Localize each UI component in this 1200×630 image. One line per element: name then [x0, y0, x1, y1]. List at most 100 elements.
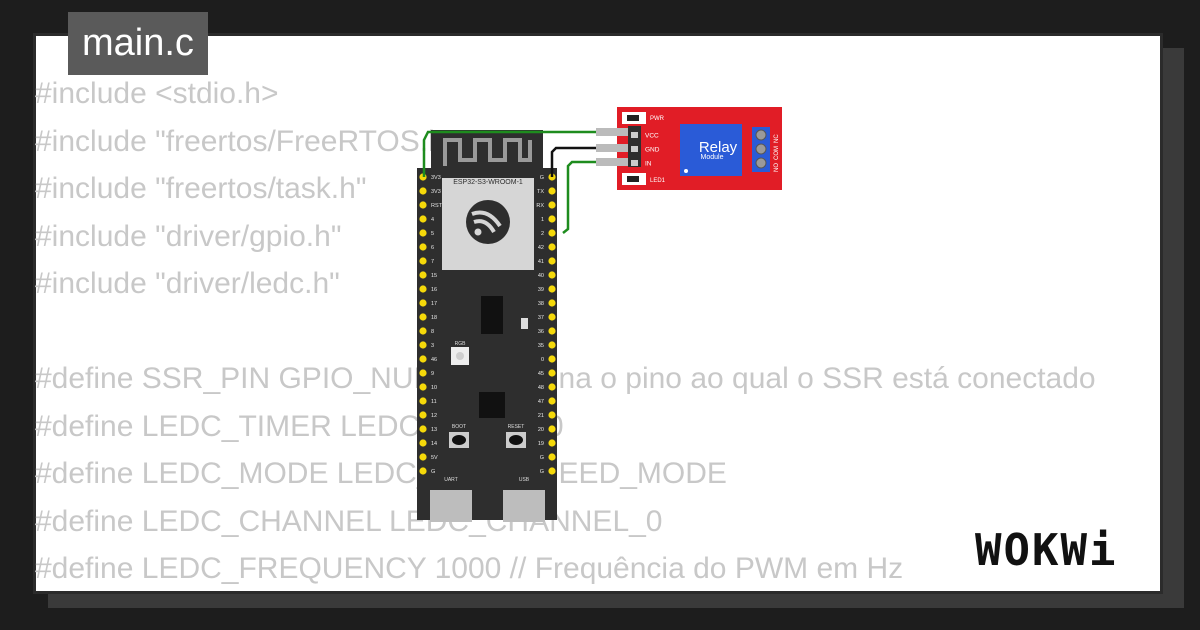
left-pin[interactable]	[419, 243, 427, 251]
left-pin-label: 4	[431, 217, 434, 223]
right-pin[interactable]	[548, 453, 556, 461]
wires	[422, 128, 628, 234]
main-chip	[479, 392, 505, 418]
left-pin-label: G	[431, 469, 435, 475]
left-pin[interactable]	[419, 439, 427, 447]
reset-label: RESET	[508, 424, 525, 430]
right-pin-label: 40	[538, 273, 544, 279]
wokwi-logo: WOKWi	[975, 525, 1118, 576]
right-pin[interactable]	[548, 285, 556, 293]
terminal-screw-no[interactable]	[755, 129, 767, 141]
right-pin-label: 45	[538, 371, 544, 377]
right-pin-label: G	[540, 455, 544, 461]
right-pin-label: 36	[538, 329, 544, 335]
right-pin[interactable]	[548, 439, 556, 447]
left-pin-label: 5	[431, 231, 434, 237]
right-pin-label: 38	[538, 301, 544, 307]
left-pin[interactable]	[419, 383, 427, 391]
antenna-area	[431, 130, 543, 172]
left-pin[interactable]	[419, 341, 427, 349]
right-pin[interactable]	[548, 299, 556, 307]
pwr-label: PWR	[650, 116, 665, 122]
right-pin[interactable]	[548, 313, 556, 321]
file-tab[interactable]: main.c	[68, 12, 208, 75]
terminal-screw-com[interactable]	[755, 143, 767, 155]
right-pin-label: RX	[536, 203, 544, 209]
left-pin[interactable]	[419, 369, 427, 377]
terminal-screw-nc[interactable]	[755, 157, 767, 169]
code-line: #include "driver/ledc.h"	[35, 267, 340, 300]
left-pin[interactable]	[419, 425, 427, 433]
terminal-label: COM	[774, 146, 780, 160]
relay-pin-label: VCC	[645, 133, 659, 140]
left-pin-label: 12	[431, 413, 437, 419]
right-pin[interactable]	[548, 397, 556, 405]
right-pin[interactable]	[548, 341, 556, 349]
led-indicator	[521, 318, 528, 329]
right-pin-label: 35	[538, 343, 544, 349]
left-pin[interactable]	[419, 215, 427, 223]
boot-button[interactable]	[449, 432, 469, 448]
right-pin[interactable]	[548, 243, 556, 251]
uart-label: UART	[444, 477, 458, 483]
led1-label: LED1	[650, 178, 666, 184]
left-pin[interactable]	[419, 355, 427, 363]
left-pin[interactable]	[419, 397, 427, 405]
code-editor[interactable]: #include <stdio.h>#include "freertos/Fre…	[35, 70, 1097, 585]
reset-button[interactable]	[506, 432, 526, 448]
left-pin[interactable]	[419, 467, 427, 475]
left-pin[interactable]	[419, 229, 427, 237]
right-pin[interactable]	[548, 257, 556, 265]
wire-vcc[interactable]	[422, 130, 596, 177]
wire-in[interactable]	[562, 160, 596, 234]
left-pin-label: 14	[431, 441, 437, 447]
uart-port[interactable]	[430, 490, 472, 522]
left-pin[interactable]	[419, 187, 427, 195]
right-pin[interactable]	[548, 355, 556, 363]
right-pin[interactable]	[548, 411, 556, 419]
right-pin[interactable]	[548, 187, 556, 195]
left-pin-label: 3V3	[431, 175, 441, 181]
left-pin-label: 10	[431, 385, 437, 391]
right-pin[interactable]	[548, 327, 556, 335]
right-pin[interactable]	[548, 229, 556, 237]
wire-gnd[interactable]	[550, 146, 596, 177]
relay-title: Relay	[699, 139, 738, 156]
left-pin-label: 3	[431, 343, 434, 349]
relay-pin[interactable]	[631, 160, 638, 166]
left-pin[interactable]	[419, 299, 427, 307]
code-line: #include "freertos/task.h"	[35, 172, 367, 205]
left-pin[interactable]	[419, 201, 427, 209]
relay-pin-labels: VCC GND IN	[631, 132, 660, 168]
right-pin[interactable]	[548, 383, 556, 391]
left-pin-label: 17	[431, 301, 437, 307]
left-pin[interactable]	[419, 453, 427, 461]
left-pin[interactable]	[419, 257, 427, 265]
right-pin-label: TX	[537, 189, 544, 195]
right-pin-label: 2	[541, 231, 544, 237]
left-pin[interactable]	[419, 285, 427, 293]
right-pin[interactable]	[548, 467, 556, 475]
relay-pin-label: GND	[645, 147, 660, 154]
relay-pin[interactable]	[631, 132, 638, 138]
left-pin-label: 13	[431, 427, 437, 433]
right-pin[interactable]	[548, 271, 556, 279]
right-pin[interactable]	[548, 201, 556, 209]
usb-port[interactable]	[503, 490, 545, 522]
terminal-labels: NOCOMNC	[774, 134, 780, 172]
left-pin[interactable]	[419, 327, 427, 335]
left-pin-label: 9	[431, 371, 434, 377]
left-pin[interactable]	[419, 271, 427, 279]
right-pin[interactable]	[548, 369, 556, 377]
left-pin[interactable]	[419, 313, 427, 321]
right-pin-label: 41	[538, 259, 544, 265]
left-pin[interactable]	[419, 411, 427, 419]
relay-pin[interactable]	[631, 146, 638, 152]
right-pin[interactable]	[548, 215, 556, 223]
esp32-board[interactable]: ESP32-S3-WROOM-1 RGB BOOT RESET UART USB…	[417, 130, 557, 522]
right-pin[interactable]	[548, 425, 556, 433]
relay-pin-label: IN	[645, 161, 652, 168]
chip-rect	[481, 296, 503, 334]
left-pin-label: RST	[431, 203, 443, 209]
